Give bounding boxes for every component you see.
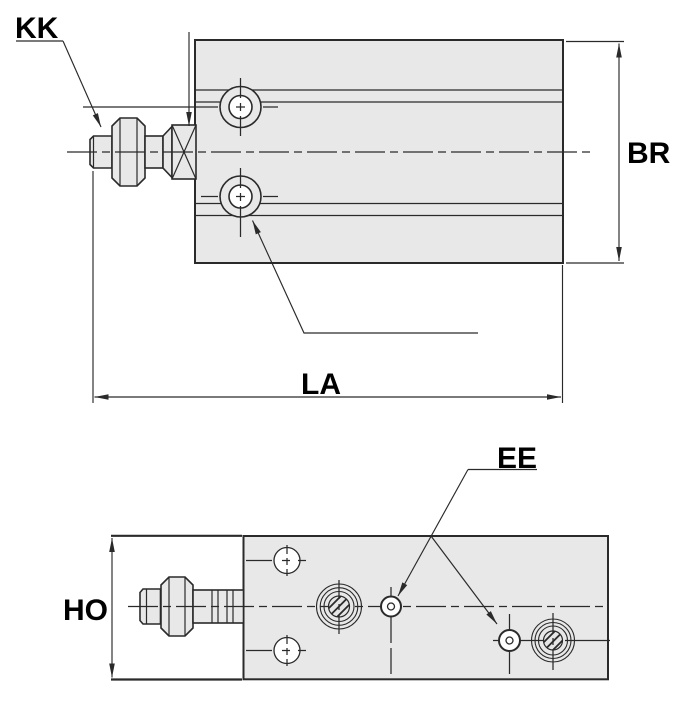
mount-thread-right	[530, 613, 576, 670]
bottom-view: EE HO	[63, 442, 610, 681]
bolt-hole-leader	[251, 220, 478, 334]
kk-label: KK	[15, 12, 59, 45]
br-label: BR	[627, 137, 671, 170]
la-dimension: LA	[92, 171, 564, 403]
ho-dimension: HO	[63, 534, 242, 681]
kk-leader-arrow	[62, 40, 102, 128]
ho-label: HO	[63, 594, 108, 627]
ee-leader-arrow-2	[430, 535, 498, 625]
ee-leader-arrow-1	[397, 469, 469, 597]
port-right	[498, 614, 521, 679]
top-view: KK BR LA	[15, 12, 671, 403]
rod-end-thread	[315, 580, 363, 634]
port-ee	[380, 587, 402, 679]
la-label: LA	[301, 368, 341, 401]
br-dimension: BR	[566, 40, 671, 264]
